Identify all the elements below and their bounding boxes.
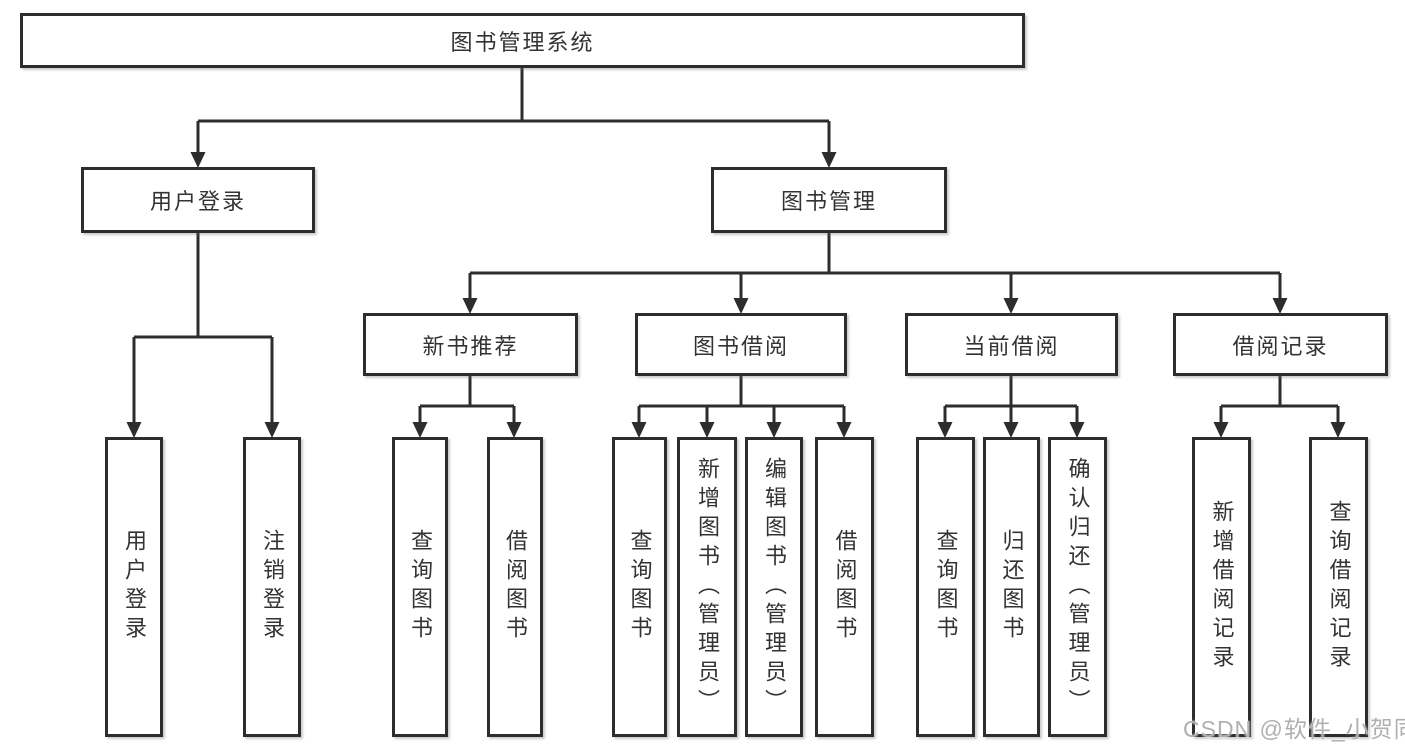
leaf-edit-book-admin: 编辑图书（管理员） [745,437,803,737]
leaf-add-borrow-record-label: 新增借阅记录 [1209,500,1235,674]
node-new-book-recommend: 新书推荐 [363,313,578,376]
leaf-user-login-label: 用户登录 [122,529,147,645]
node-book-borrowing: 图书借阅 [635,313,847,376]
node-borrow-records: 借阅记录 [1173,313,1388,376]
node-library-system: 图书管理系统 [20,13,1025,68]
leaf-recommend-query-books: 查询图书 [392,437,448,737]
leaf-logout: 注销登录 [243,437,301,737]
node-borrow-records-label: 借阅记录 [1232,333,1329,359]
node-current-borrowing-label: 当前借阅 [963,333,1060,359]
leaf-return-book-label: 归还图书 [999,529,1025,645]
leaf-user-login: 用户登录 [105,437,163,737]
leaf-edit-book-admin-label: 编辑图书（管理员） [762,456,787,718]
node-book-management-label: 图书管理 [780,189,877,214]
leaf-borrowing-borrow-books: 借阅图书 [815,437,874,737]
leaf-return-book: 归还图书 [983,437,1040,737]
node-book-management: 图书管理 [711,167,947,233]
node-new-book-recommend-label: 新书推荐 [422,333,519,359]
leaf-borrowing-borrow-books-label: 借阅图书 [832,529,858,645]
node-current-borrowing: 当前借阅 [905,313,1118,376]
leaf-recommend-borrow-books: 借阅图书 [487,437,543,737]
leaf-add-book-admin: 新增图书（管理员） [677,437,737,737]
leaf-borrowing-query-books-label: 查询图书 [627,529,653,645]
leaf-confirm-return-admin: 确认归还（管理员） [1048,437,1107,737]
csdn-watermark: CSDN @软件_小贺同学 [1183,716,1405,742]
leaf-recommend-query-books-label: 查询图书 [408,529,433,645]
leaf-confirm-return-admin-label: 确认归还（管理员） [1065,456,1091,718]
node-user-login: 用户登录 [81,167,315,233]
leaf-current-query-books: 查询图书 [916,437,975,737]
leaf-query-borrow-record: 查询借阅记录 [1309,437,1368,737]
leaf-add-book-admin-label: 新增图书（管理员） [695,456,720,718]
leaf-current-query-books-label: 查询图书 [933,529,959,645]
leaf-recommend-borrow-books-label: 借阅图书 [503,529,528,645]
leaf-borrowing-query-books: 查询图书 [612,437,667,737]
node-book-borrowing-label: 图书借阅 [692,333,789,359]
node-library-system-label: 图书管理系统 [450,29,595,55]
leaf-logout-label: 注销登录 [260,529,285,645]
leaf-query-borrow-record-label: 查询借阅记录 [1326,500,1352,674]
node-user-login-label: 用户登录 [149,189,246,214]
leaf-add-borrow-record: 新增借阅记录 [1192,437,1251,737]
